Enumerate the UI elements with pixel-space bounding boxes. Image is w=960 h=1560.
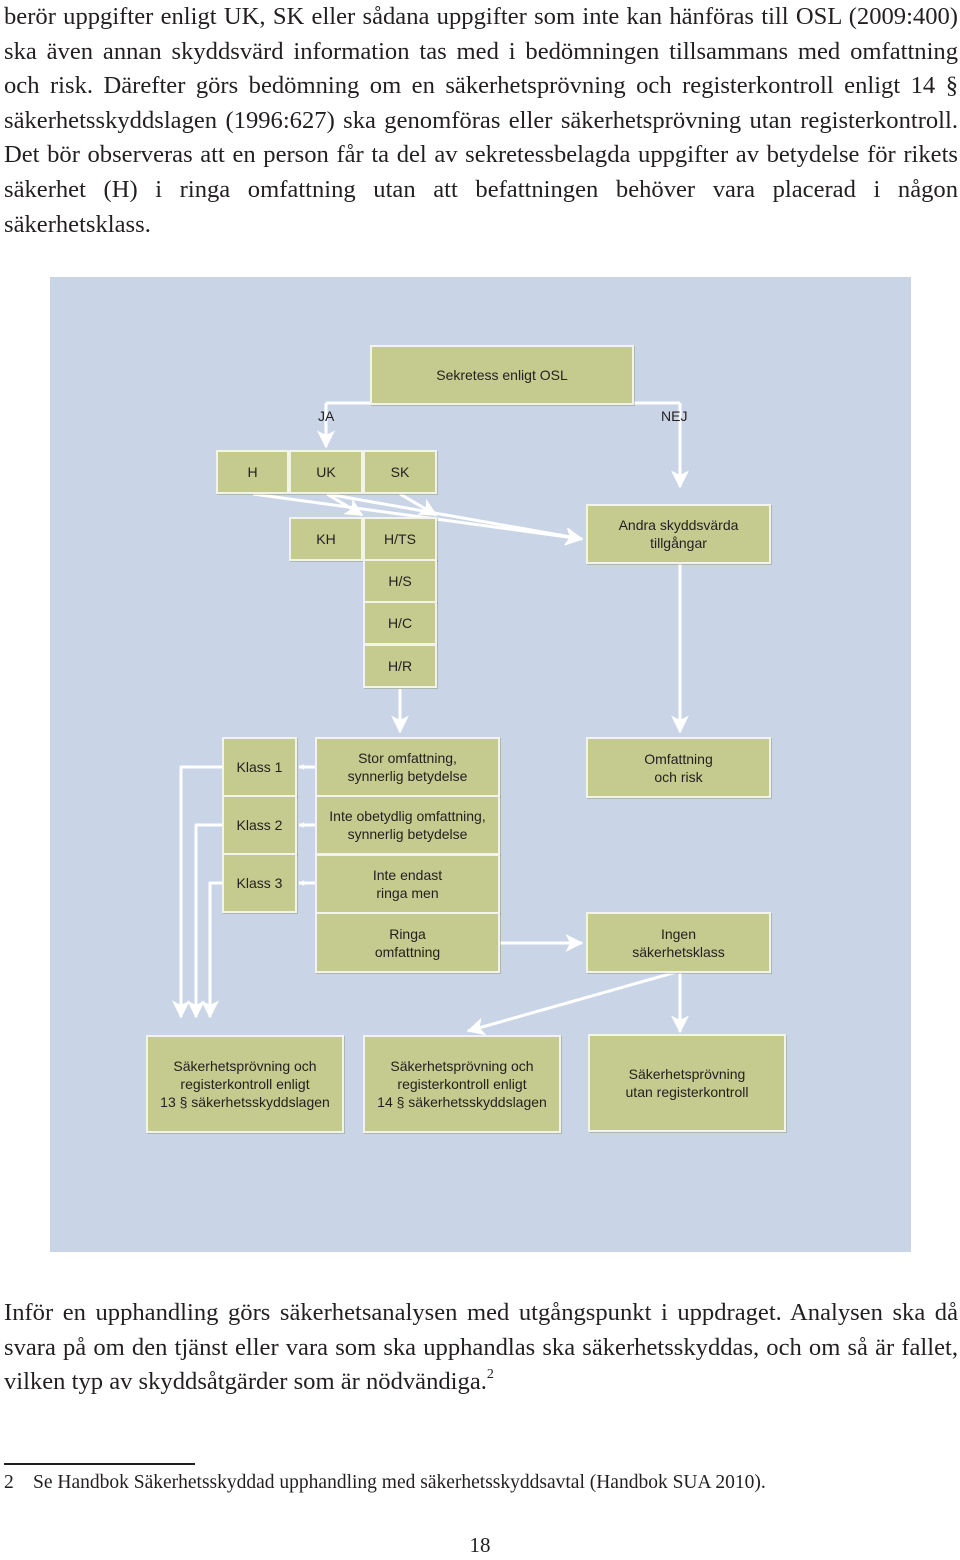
body-paragraph-2: Inför en upphandling görs säkerhetsanaly… (4, 1296, 958, 1400)
connector-uk-to-kh (326, 492, 364, 517)
flowchart-connectors (172, 375, 689, 1036)
connector-klass2-to-par13 (187, 823, 223, 1019)
scope-inte-endast-box: Inte endast ringa men (315, 854, 500, 914)
footnote-reference: 2 (486, 1367, 494, 1383)
yes-label: JA (318, 408, 335, 424)
level-hts: H/TS (363, 517, 437, 561)
connector-klass3-to-par13 (201, 881, 223, 1019)
outcome-par14-box: Säkerhetsprövning och registerkontroll e… (363, 1035, 561, 1133)
klass-3-box: Klass 3 (222, 853, 297, 913)
footnote-number: 2 (4, 1472, 14, 1493)
scope-stor-box: Stor omfattning, synnerlig betydelse (315, 737, 500, 797)
scope-ringa-box: Ringa omfattning (315, 912, 500, 973)
level-hs: H/S (363, 559, 437, 603)
connector-klass1-to-par13 (172, 765, 223, 1019)
klass-2-box: Klass 2 (222, 795, 297, 855)
category-sk: SK (363, 450, 437, 494)
footnote-rule (4, 1463, 195, 1465)
footnote-text: Se Handbok Säkerhetsskyddad upphandling … (33, 1472, 766, 1493)
no-class-box: Ingen säkerhetsklass (586, 912, 771, 973)
category-h: H (216, 450, 289, 494)
security-classification-flowchart: Sekretess enligt OSL JA NEJ H UK SK KH H… (50, 277, 911, 1252)
outcome-utan-box: Säkerhetsprövning utan registerkontroll (588, 1034, 786, 1132)
root-box-sekretess-osl: Sekretess enligt OSL (370, 345, 634, 405)
connector-ingen-to-par14 (466, 969, 681, 1036)
scope-risk-box: Omfattning och risk (586, 737, 771, 798)
level-hr: H/R (363, 644, 437, 688)
scope-inte-obetydlig-box: Inte obetydlig omfattning, synnerlig bet… (315, 795, 500, 855)
page-number: 18 (469, 1533, 491, 1557)
other-assets-box: Andra skyddsvärda tillgångar (586, 504, 771, 564)
klass-1-box: Klass 1 (222, 737, 297, 797)
level-hc: H/C (363, 601, 437, 645)
category-uk: UK (289, 450, 363, 494)
no-label: NEJ (661, 408, 688, 424)
outcome-par13-box: Säkerhetsprövning och registerkontroll e… (146, 1035, 344, 1133)
body-paragraph-1: berör uppgifter enligt UK, SK eller såda… (4, 3, 958, 238)
footnote: 2 Se Handbok Säkerhetsskyddad upphandling… (4, 1470, 766, 1496)
connector-h-to-other-assets (252, 492, 584, 546)
body-paragraph-2-text: Inför en upphandling görs säkerhetsanaly… (4, 1299, 958, 1396)
level-kh: KH (289, 517, 363, 561)
connector-uk-to-other-assets (326, 492, 584, 545)
